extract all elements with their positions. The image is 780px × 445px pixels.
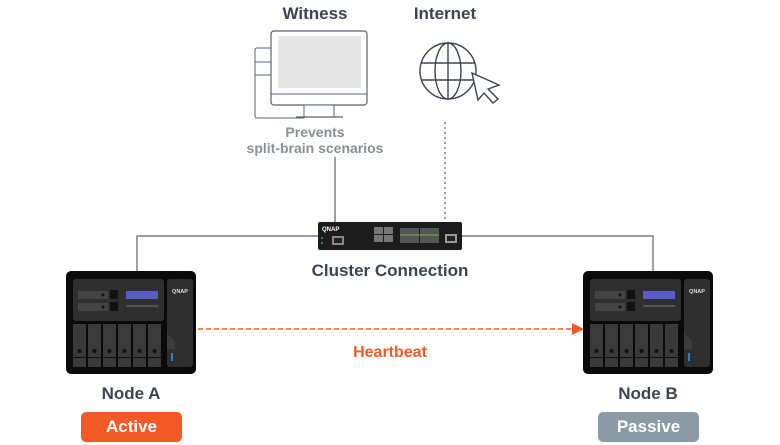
desktop-computer-icon xyxy=(254,30,368,119)
node-b-label: Node B xyxy=(618,384,678,403)
node-a-label: Node A xyxy=(101,384,161,403)
heartbeat-label: Heartbeat xyxy=(353,344,427,361)
svg-text:QNAP: QNAP xyxy=(322,227,339,233)
witness-description-line2: split-brain scenarios xyxy=(246,140,384,156)
witness-title: Witness xyxy=(282,4,348,23)
internet-title: Internet xyxy=(413,4,477,23)
heartbeat-arrow xyxy=(198,323,584,335)
globe-cursor-icon xyxy=(419,42,501,104)
nas-icon xyxy=(583,271,713,374)
switch-label: Cluster Connection xyxy=(311,261,469,280)
node-a-status-badge: Active xyxy=(81,412,182,442)
node-a-link-line xyxy=(136,235,318,272)
network-switch-icon: QNAP xyxy=(318,222,462,250)
witness-description-line1: Prevents xyxy=(285,124,345,140)
connection-lines xyxy=(136,122,654,272)
node-b-status-badge: Passive xyxy=(598,412,699,442)
node-b-link-line xyxy=(462,235,654,272)
nas-icon xyxy=(66,271,196,374)
